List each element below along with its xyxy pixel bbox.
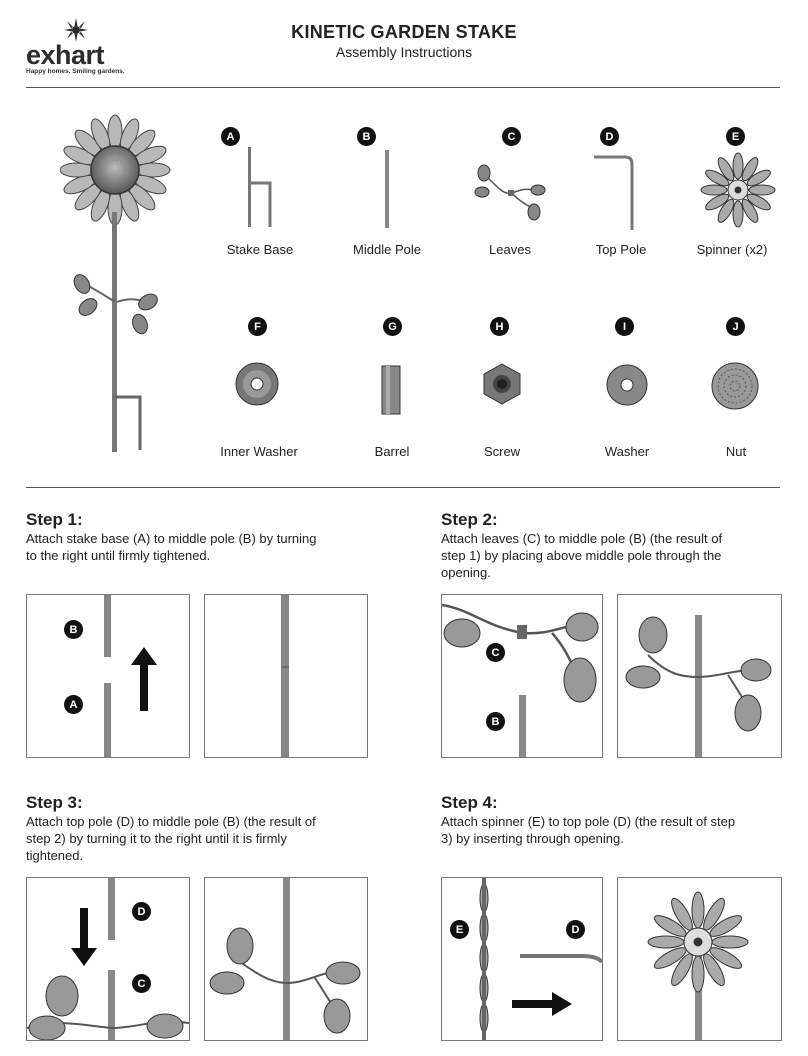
- step-1-panel-before: B A: [26, 594, 190, 758]
- step-3-line: Attach top pole (D) to middle pole (B) (…: [26, 814, 316, 829]
- part-badge-c: C: [502, 127, 521, 146]
- part-badge-g: G: [383, 317, 402, 336]
- step-4-panel-after: [617, 877, 782, 1041]
- part-badge-j: J: [726, 317, 745, 336]
- step-2-badge-b: B: [486, 712, 505, 731]
- part-label-a: Stake Base: [226, 242, 294, 257]
- step-1-text: Attach stake base (A) to middle pole (B)…: [26, 530, 396, 564]
- part-label-g: Barrel: [374, 444, 410, 459]
- step-4-line: 3) by inserting through opening.: [441, 831, 624, 846]
- step-1-badge-a: A: [64, 695, 83, 714]
- stake-base-icon: [248, 147, 272, 227]
- part-label-b: Middle Pole: [353, 242, 421, 257]
- step-4-panel-before: E D: [441, 877, 603, 1041]
- part-label-h: Screw: [483, 444, 521, 459]
- step-4-line: Attach spinner (E) to top pole (D) (the …: [441, 814, 736, 829]
- part-badge-b: B: [357, 127, 376, 146]
- step-3-text: Attach top pole (D) to middle pole (B) (…: [26, 813, 396, 864]
- step-4-badge-e: E: [450, 920, 469, 939]
- part-badge-f: F: [248, 317, 267, 336]
- step-3-badge-d: D: [132, 902, 151, 921]
- step-2-text: Attach leaves (C) to middle pole (B) (th…: [441, 530, 786, 581]
- step-3-line: step 2) by turning it to the right until…: [26, 831, 287, 846]
- step-1-line: to the right until firmly tightened.: [26, 548, 211, 563]
- sunburst-logo-icon: [64, 18, 88, 42]
- step-1-panel-after: [204, 594, 368, 758]
- step-3-badge-c: C: [132, 974, 151, 993]
- step-2-line: opening.: [441, 565, 491, 580]
- step-3-panel-before: D C: [26, 877, 190, 1041]
- logo-tagline: Happy homes. Smiling gardens.: [26, 68, 125, 75]
- arrow-icon: [131, 647, 157, 711]
- part-label-j: Nut: [725, 444, 747, 459]
- step-1-title: Step 1:: [26, 510, 83, 529]
- part-badge-h: H: [490, 317, 509, 336]
- screw-nut-icon: [483, 363, 521, 405]
- spinner-icon: [700, 152, 776, 228]
- leaves-icon: [474, 164, 546, 221]
- step-4-title: Step 4:: [441, 793, 498, 812]
- step-2-title: Step 2:: [441, 510, 498, 529]
- step-2-panel-after: [617, 594, 782, 758]
- step-2-line: step 1) by placing above middle pole thr…: [441, 548, 722, 563]
- step-3-panel-after: [204, 877, 368, 1041]
- parts-divider: [26, 487, 780, 488]
- part-label-e: Spinner (x2): [696, 242, 768, 257]
- step-2-badge-c: C: [486, 643, 505, 662]
- part-badge-e: E: [726, 127, 745, 146]
- step-4-badge-d: D: [566, 920, 585, 939]
- part-label-c: Leaves: [489, 242, 531, 257]
- part-badge-a: A: [221, 127, 240, 146]
- barrel-icon: [381, 365, 401, 415]
- arrow-icon: [512, 992, 572, 1016]
- part-badge-i: I: [615, 317, 634, 336]
- step-2-line: Attach leaves (C) to middle pole (B) (th…: [441, 531, 723, 546]
- exhart-logo: exhart Happy homes. Smiling gardens.: [26, 16, 125, 76]
- part-label-i: Washer: [604, 444, 650, 459]
- header-divider: [26, 87, 780, 88]
- page-subtitle: Assembly Instructions: [335, 44, 473, 60]
- logo-wordmark: exhart: [26, 40, 105, 70]
- top-pole-icon: [594, 155, 634, 230]
- step-3-title: Step 3:: [26, 793, 83, 812]
- step-4-text: Attach spinner (E) to top pole (D) (the …: [441, 813, 786, 847]
- decorative-nut-icon: [711, 362, 759, 410]
- step-3-line: tightened.: [26, 848, 84, 863]
- inner-washer-icon: [235, 362, 279, 406]
- step-2-panel-before: C B: [441, 594, 603, 758]
- arrow-icon: [71, 908, 97, 966]
- middle-pole-icon: [385, 150, 389, 228]
- part-label-d: Top Pole: [595, 242, 647, 257]
- step-1-line: Attach stake base (A) to middle pole (B)…: [26, 531, 317, 546]
- washer-icon: [606, 364, 648, 406]
- part-badge-d: D: [600, 127, 619, 146]
- step-1-badge-b: B: [64, 620, 83, 639]
- sunflower-icon: [60, 114, 171, 452]
- part-label-f: Inner Washer: [220, 444, 298, 459]
- page-title: KINETIC GARDEN STAKE: [291, 22, 517, 42]
